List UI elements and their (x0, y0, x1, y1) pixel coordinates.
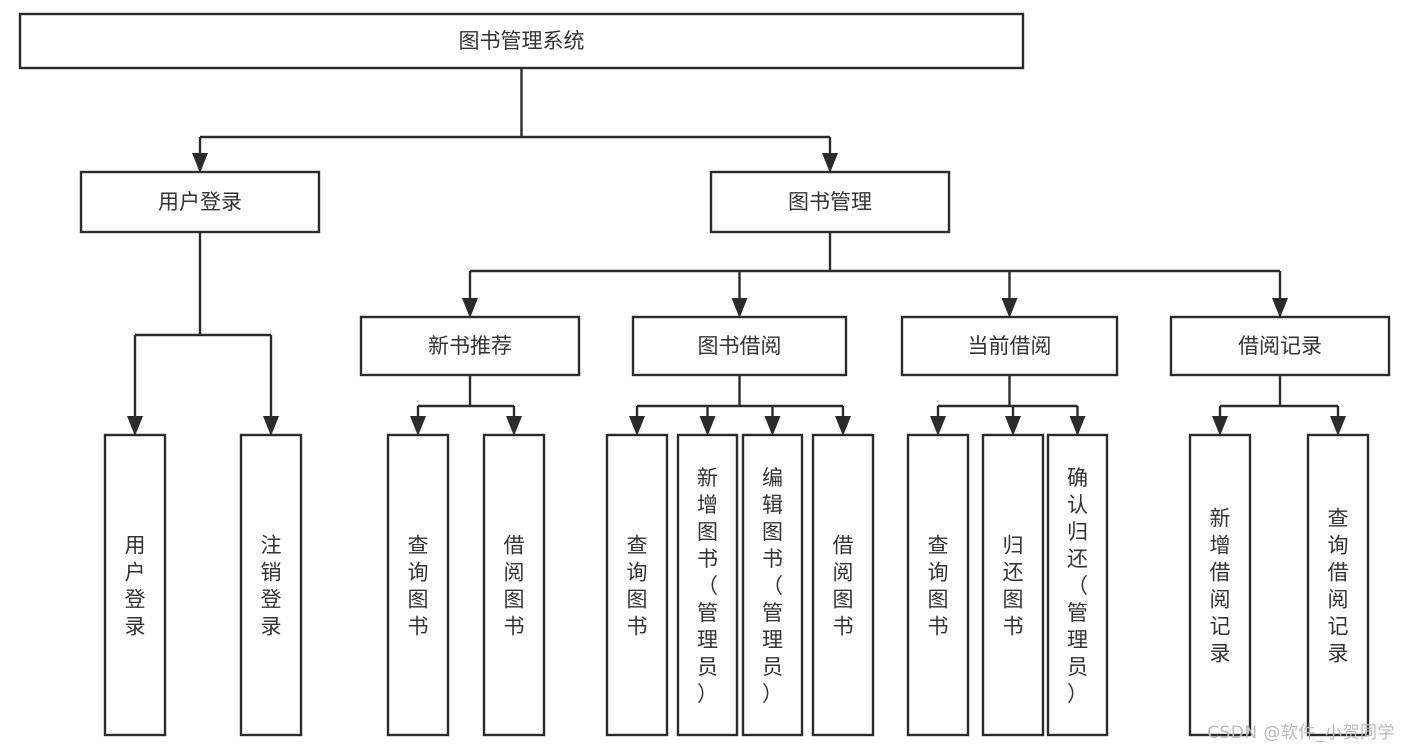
arrow-head-icon (930, 416, 946, 436)
node-box (359, 315, 581, 377)
arrow-head-icon (1330, 416, 1346, 436)
node-box (1169, 315, 1391, 377)
node-box (1306, 433, 1370, 737)
node-box (386, 433, 450, 737)
node-lf2[interactable]: 注销登录 (239, 433, 303, 737)
node-root[interactable]: 图书管理系统 (18, 12, 1025, 70)
node-label: 归还图书 (1003, 534, 1024, 639)
node-label: 注销登录 (261, 534, 282, 639)
node-lf8[interactable]: 借阅图书 (811, 433, 875, 737)
node-lf3[interactable]: 查询图书 (386, 433, 450, 737)
node-label: 借阅记录 (1238, 334, 1322, 358)
node-lf12[interactable]: 新增借阅记录 (1188, 433, 1252, 737)
node-layer: 图书管理系统用户登录图书管理新书推荐图书借阅当前借阅借阅记录用户登录注销登录查询… (18, 12, 1391, 737)
node-label: 借阅图书 (504, 534, 525, 639)
node-box (239, 433, 303, 737)
node-label: 新增借阅记录 (1210, 507, 1231, 666)
node-box (741, 433, 804, 737)
arrow-head-icon (1212, 416, 1228, 436)
node-label: 借阅图书 (833, 534, 854, 639)
arrow-head-icon (731, 298, 748, 318)
node-label: 新增图书（管理员） (697, 466, 718, 706)
node-lf4[interactable]: 借阅图书 (482, 433, 546, 737)
node-lf13[interactable]: 查询借阅记录 (1306, 433, 1370, 737)
node-label: 用户登录 (158, 190, 242, 214)
node-lf6[interactable]: 新增图书（管理员） (676, 433, 739, 737)
node-box (900, 315, 1119, 377)
node-lf5[interactable]: 查询图书 (605, 433, 669, 737)
node-lf9[interactable]: 查询图书 (906, 433, 970, 737)
arrow-head-icon (1272, 298, 1288, 318)
node-l1a[interactable]: 用户登录 (79, 170, 321, 234)
arrow-head-icon (1069, 416, 1086, 436)
arrow-head-icon (506, 416, 522, 436)
arrow-head-icon (127, 416, 143, 436)
node-label: 新书推荐 (428, 334, 512, 358)
arrow-head-icon (699, 416, 716, 436)
node-box (631, 315, 848, 377)
arrow-head-icon (410, 416, 426, 436)
arrow-head-icon (1005, 416, 1021, 436)
node-l2c[interactable]: 当前借阅 (900, 315, 1119, 377)
node-label: 图书管理系统 (459, 29, 585, 53)
node-box (981, 433, 1045, 737)
node-box (811, 433, 875, 737)
arrow-head-icon (462, 298, 478, 318)
node-box (676, 433, 739, 737)
node-label: 确认归还（管理员） (1067, 466, 1088, 706)
arrow-head-icon (192, 153, 208, 173)
node-box (79, 170, 321, 234)
node-lf11[interactable]: 确认归还（管理员） (1046, 433, 1109, 737)
node-label: 图书管理 (788, 190, 872, 214)
node-box (482, 433, 546, 737)
node-l2d[interactable]: 借阅记录 (1169, 315, 1391, 377)
node-label: 查询图书 (928, 534, 949, 639)
arrow-head-icon (263, 416, 279, 436)
arrow-head-icon (629, 416, 645, 436)
node-l1b[interactable]: 图书管理 (709, 170, 951, 234)
node-lf10[interactable]: 归还图书 (981, 433, 1045, 737)
arrow-head-icon (1001, 298, 1018, 318)
node-label: 图书借阅 (698, 334, 782, 358)
node-label: 查询图书 (408, 534, 429, 639)
node-box (709, 170, 951, 234)
node-box (1046, 433, 1109, 737)
arrow-head-icon (764, 416, 781, 436)
node-label: 查询图书 (627, 534, 648, 639)
node-box (906, 433, 970, 737)
arrow-head-icon (835, 416, 851, 436)
connector-layer (127, 68, 1346, 436)
node-label: 查询借阅记录 (1328, 507, 1349, 666)
arrow-head-icon (822, 153, 838, 173)
node-lf1[interactable]: 用户登录 (103, 433, 167, 737)
node-lf7[interactable]: 编辑图书（管理员） (741, 433, 804, 737)
node-l2a[interactable]: 新书推荐 (359, 315, 581, 377)
node-l2b[interactable]: 图书借阅 (631, 315, 848, 377)
node-label: 当前借阅 (968, 334, 1052, 358)
node-box (1188, 433, 1252, 737)
node-box (103, 433, 167, 737)
node-box (605, 433, 669, 737)
node-label: 用户登录 (125, 534, 146, 639)
node-label: 编辑图书（管理员） (762, 466, 783, 706)
node-box (18, 12, 1025, 70)
